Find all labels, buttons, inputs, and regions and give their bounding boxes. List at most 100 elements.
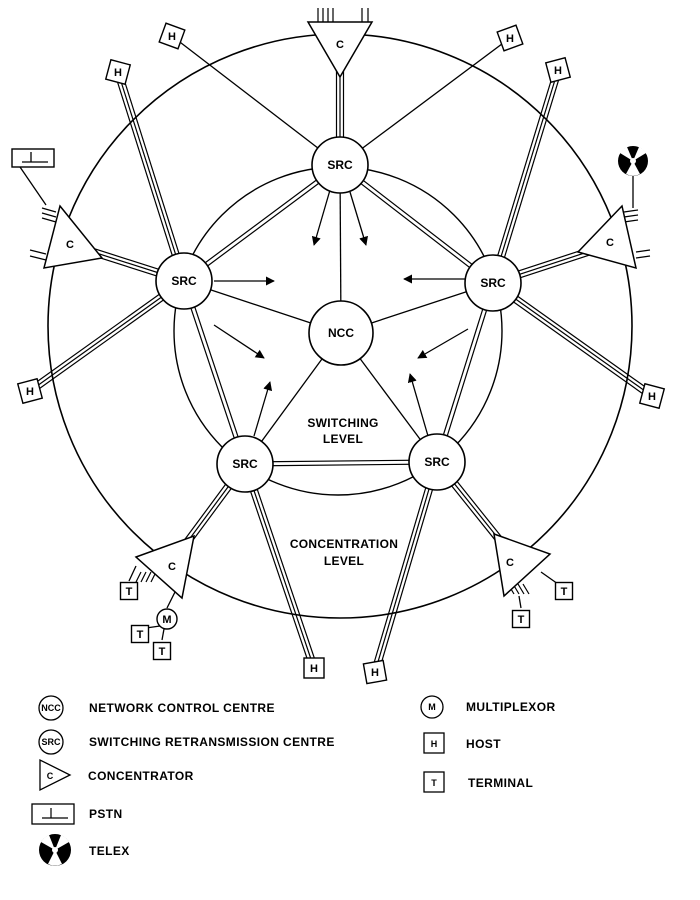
host-4: H [544, 56, 572, 84]
legend-host-symbol [423, 732, 445, 754]
ncc-node: NCC [308, 300, 374, 366]
link-src-src [338, 166, 493, 286]
src-label: SRC [171, 274, 197, 288]
concentrator-tail [623, 219, 639, 223]
link-src-host [489, 68, 556, 283]
link-src-src [185, 280, 248, 464]
link-src-src [434, 282, 492, 462]
concentrator-bottom-left: C [134, 534, 195, 600]
svg-text:H: H [506, 33, 514, 45]
concentrator-tail [140, 571, 147, 583]
src-node-left: SRC [155, 252, 213, 310]
svg-text:H: H [168, 31, 176, 43]
concentrator-top: C [306, 21, 374, 79]
legend-telex-text: TELEX [89, 844, 130, 858]
concentration-level-label-1: CONCENTRATION [290, 537, 398, 551]
link-src-host [120, 70, 188, 281]
legend-multiplexor-symbol-label: M [428, 702, 436, 712]
link-src-host [244, 463, 315, 669]
link-concentrator-multiplexor [166, 591, 176, 609]
multiplexor-node: M [156, 608, 178, 630]
concentrator-tail [135, 571, 142, 583]
concentrator-tail [145, 571, 152, 583]
terminal-2: T [130, 624, 150, 644]
concentrator-tail [623, 209, 639, 213]
link-src-host [339, 37, 511, 166]
host-5: H [16, 377, 44, 405]
concentrator-tail [517, 583, 525, 595]
terminal-4: T [511, 609, 531, 629]
legend-multiplexor-symbol [420, 695, 444, 719]
src-label: SRC [480, 276, 506, 290]
legend-src-symbol [38, 729, 64, 755]
concentrator-right: C [576, 204, 638, 270]
legend-concentrator-symbol [39, 758, 72, 792]
link-src-host [117, 71, 185, 282]
link-src-host [494, 279, 655, 394]
link-src-src [438, 283, 496, 463]
concentrator-tail [623, 214, 639, 218]
src-node-bottom-left: SRC [216, 435, 274, 493]
host-1: H [158, 22, 186, 50]
legend-ncc-symbol [38, 695, 64, 721]
svg-text:M: M [162, 614, 171, 626]
host-8: H [362, 659, 388, 685]
link-src-host [374, 461, 438, 673]
concentrator-tail [41, 217, 57, 223]
concentrator-label: C [66, 239, 74, 251]
ncc-label: NCC [328, 326, 354, 340]
flow-arrow [407, 373, 429, 437]
concentrator-tail [29, 255, 47, 261]
concentrator-label: C [168, 561, 176, 573]
concentrator-label: C [506, 557, 514, 569]
legend-ncc-symbol-label: NCC [41, 703, 61, 713]
src-node-top: SRC [311, 136, 369, 194]
src-label: SRC [232, 457, 258, 471]
link-src-src [184, 166, 342, 284]
host-7: H [303, 657, 325, 679]
link-concentrator-terminal [128, 565, 137, 582]
legend-concentrator-text: CONCENTRATOR [88, 769, 194, 783]
link-src-src [182, 162, 340, 280]
link-concentrator-terminal [518, 595, 522, 609]
flow-arrow [311, 189, 331, 246]
flow-arrow [213, 324, 265, 359]
legend-terminal-symbol [423, 771, 445, 793]
svg-text:H: H [371, 667, 379, 679]
host-6: H [638, 382, 666, 410]
legend-src-symbol-label: SRC [41, 737, 61, 747]
legend-multiplexor-text: MULTIPLEXOR [466, 700, 556, 714]
concentrator-tail [635, 255, 651, 259]
legend-terminal-text: TERMINAL [468, 776, 533, 790]
legend-terminal-symbol-label: T [431, 778, 437, 788]
concentrator-tail [522, 583, 530, 595]
link-src-src [340, 162, 495, 282]
svg-text:H: H [114, 67, 122, 79]
src-node-bottom-right: SRC [408, 433, 466, 491]
legend-pstn-text: PSTN [89, 807, 123, 821]
svg-text:T: T [518, 614, 525, 626]
src-node-right: SRC [464, 254, 522, 312]
link-src-host [114, 72, 182, 283]
link-src-host [171, 35, 341, 166]
terminal-5: T [554, 581, 574, 601]
svg-text:T: T [126, 586, 133, 598]
legend-concentrator-symbol-label: C [47, 771, 54, 781]
link-src-host [371, 460, 435, 672]
src-label: SRC [327, 158, 353, 172]
link-src-host [495, 70, 562, 285]
terminal-1: T [119, 581, 139, 601]
flow-arrow [417, 328, 469, 359]
svg-text:H: H [648, 391, 656, 403]
link-src-src [244, 459, 437, 463]
svg-text:H: H [554, 65, 562, 77]
link-src-host [490, 285, 651, 400]
host-3: H [104, 58, 132, 86]
legend: NCC NETWORK CONTROL CENTRE SRC SWITCHING… [31, 695, 556, 866]
concentrator-tail [29, 249, 47, 255]
concentration-level-label-2: LEVEL [324, 554, 364, 568]
link-src-host [241, 464, 312, 670]
svg-text:T: T [137, 629, 144, 641]
